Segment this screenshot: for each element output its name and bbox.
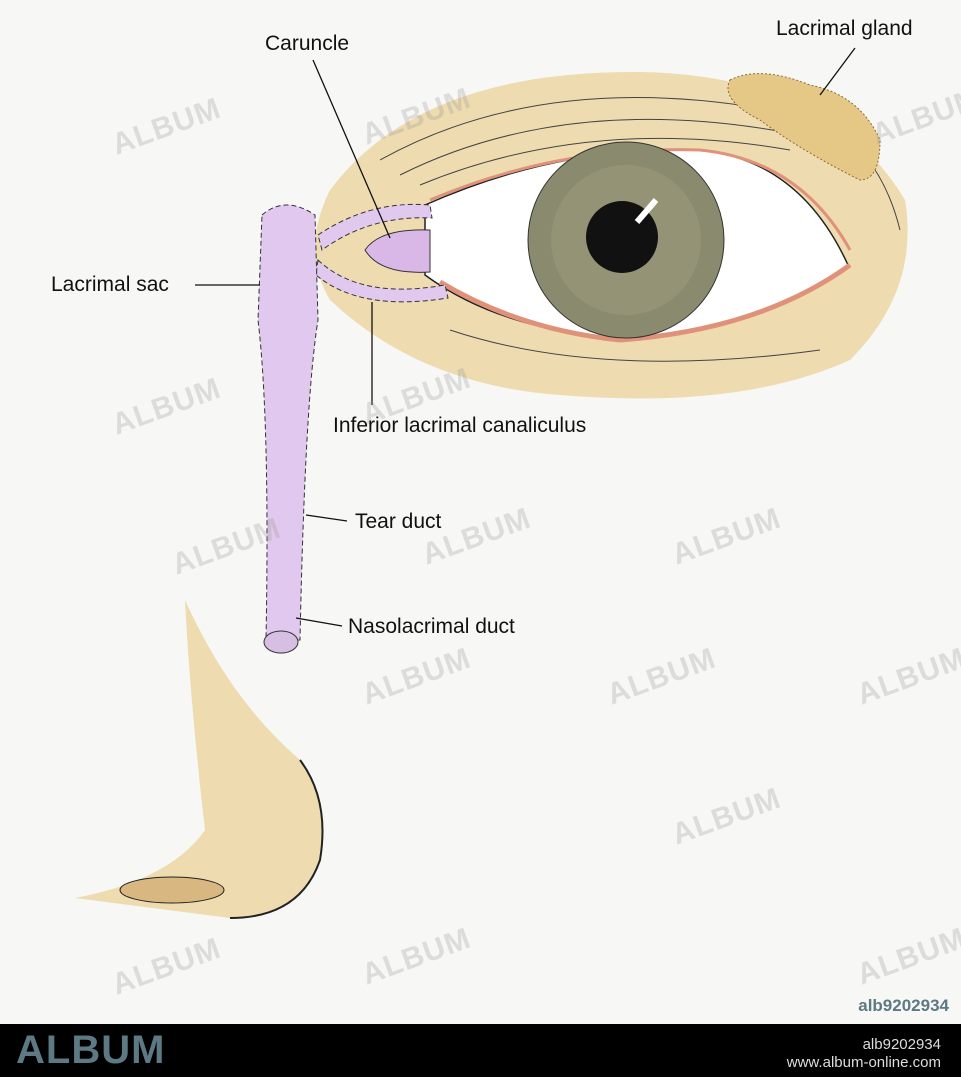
image-id: alb9202934 (858, 996, 949, 1015)
nose (75, 600, 323, 918)
leader-lines (195, 47, 856, 627)
label-lacrimal-sac: Lacrimal sac (51, 273, 169, 296)
label-inferior-lacrimal-canaliculus: Inferior lacrimal canaliculus (333, 414, 587, 437)
label-caruncle: Caruncle (265, 32, 350, 55)
canaliculi (315, 203, 449, 303)
label-nasolacrimal-duct: Nasolacrimal duct (348, 615, 515, 638)
lid-margin (438, 262, 852, 343)
footer-bar: ALBUM alb9202934 www.album-online.com (0, 1024, 961, 1077)
lacrimal-sac-and-duct (257, 204, 319, 641)
label-lacrimal-gland: Lacrimal gland (776, 17, 913, 40)
album-logo[interactable]: ALBUM (16, 1028, 166, 1072)
lacrimal-apparatus-illustration (75, 47, 908, 919)
nostril (119, 876, 225, 904)
label-tear-duct: Tear duct (355, 510, 442, 533)
caruncle-shape (364, 229, 431, 273)
lacrimal-gland-shape (727, 73, 881, 181)
footer-url-link[interactable]: www.album-online.com (786, 1054, 941, 1071)
footer-image-id: alb9202934 (862, 1036, 941, 1053)
